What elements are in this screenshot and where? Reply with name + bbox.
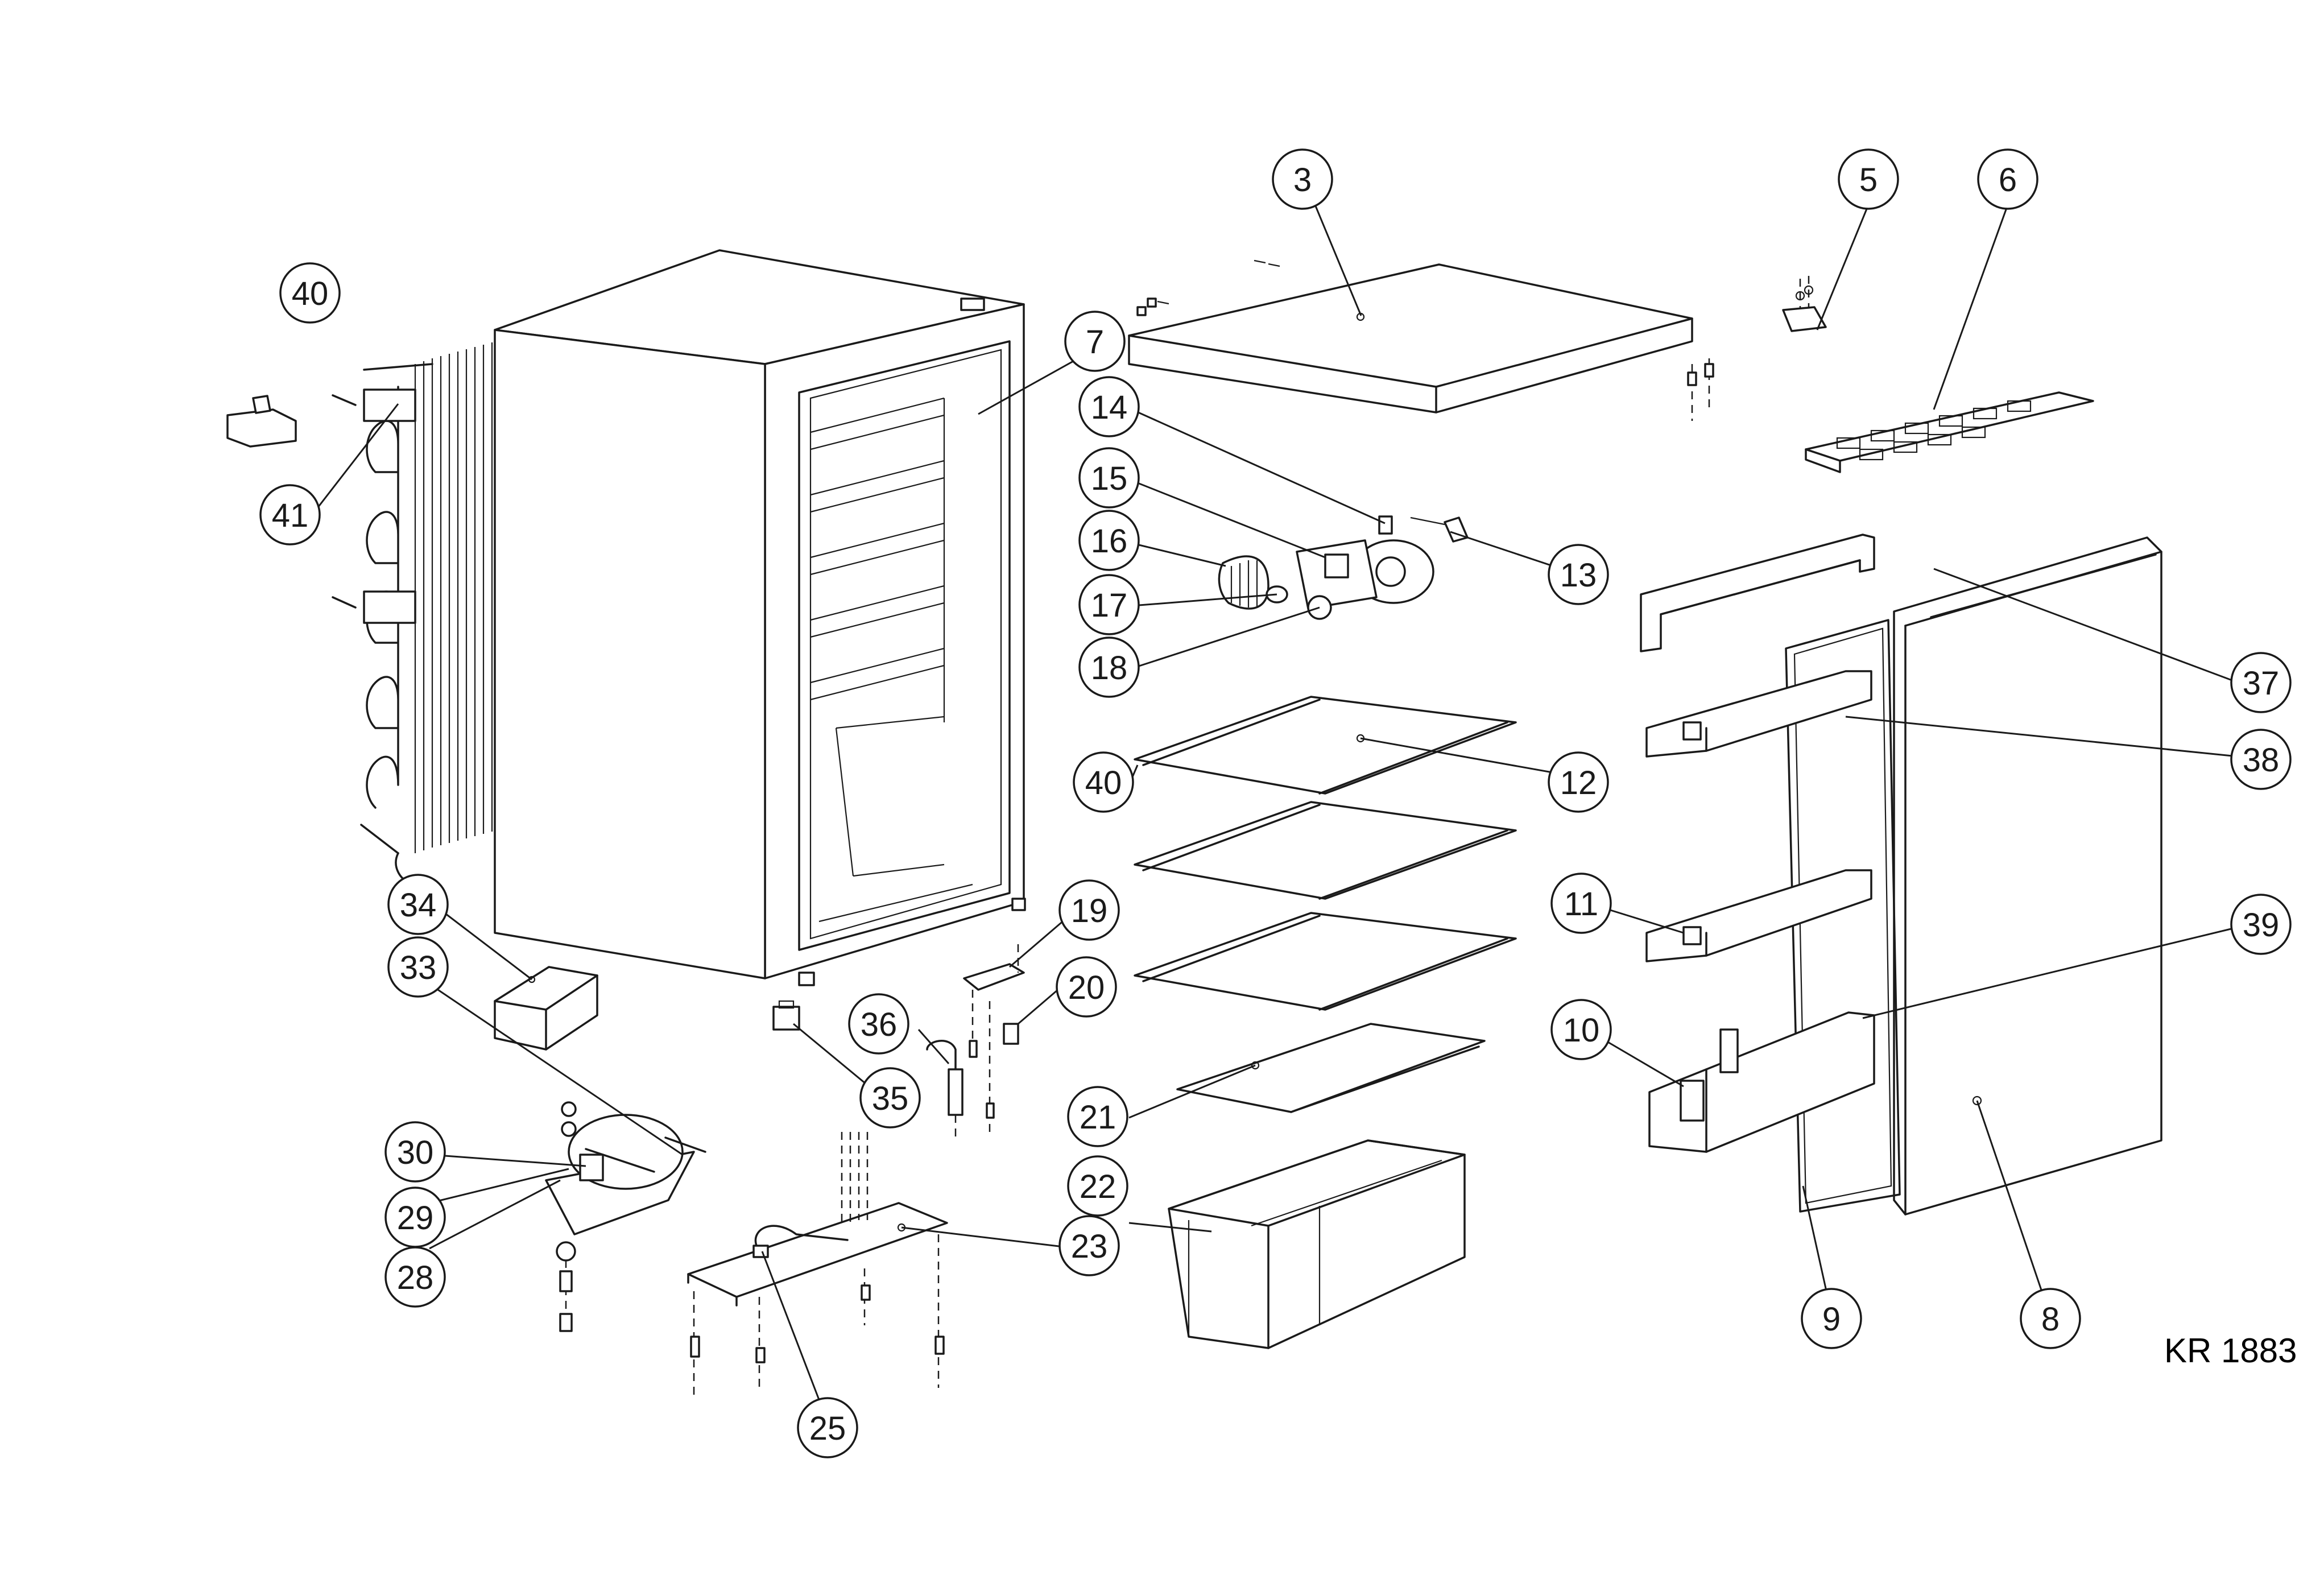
sensor-part-36 [926, 1040, 963, 1138]
back-panel-part-6 [1805, 391, 2094, 473]
svg-text:38: 38 [2243, 742, 2280, 779]
evaporator-tray-part-34 [494, 966, 598, 1051]
svg-text:16: 16 [1091, 523, 1128, 560]
svg-text:8: 8 [2041, 1301, 2060, 1338]
door-gasket-part-9 [1785, 619, 1901, 1213]
callout-35: 35 [859, 1067, 921, 1129]
door-handle-part-37 [1640, 534, 1875, 652]
callout-40-top: 40 [279, 262, 341, 324]
callout-33: 33 [387, 936, 449, 998]
svg-text:25: 25 [809, 1410, 846, 1447]
callout-25: 25 [797, 1397, 858, 1458]
hinge-part-5 [1782, 276, 1827, 332]
svg-text:30: 30 [397, 1134, 434, 1171]
callout-19: 19 [1058, 879, 1120, 941]
svg-text:40: 40 [292, 275, 329, 312]
svg-text:21: 21 [1080, 1099, 1116, 1136]
model-code: KR 1883 [2164, 1332, 2297, 1370]
svg-text:7: 7 [1086, 324, 1104, 361]
glass-shelves [1134, 696, 1517, 1113]
door-bins [1645, 670, 1875, 1153]
svg-text:5: 5 [1859, 162, 1878, 199]
callout-38: 38 [2230, 729, 2292, 790]
callout-5: 5 [1838, 148, 1899, 210]
callout-41: 41 [259, 484, 321, 545]
bracket-part-19 [963, 944, 1025, 1132]
callout-21: 21 [1067, 1086, 1128, 1147]
svg-text:20: 20 [1068, 969, 1105, 1006]
svg-text:41: 41 [272, 497, 309, 534]
callout-34: 34 [387, 874, 449, 935]
svg-text:9: 9 [1822, 1301, 1841, 1338]
callout-28: 28 [384, 1246, 446, 1308]
callout-13: 13 [1548, 544, 1609, 605]
svg-text:11: 11 [1564, 886, 1598, 923]
top-cover-part-3 [1128, 259, 1714, 421]
svg-text:39: 39 [2243, 907, 2280, 944]
svg-text:12: 12 [1560, 764, 1597, 801]
callout-15: 15 [1078, 447, 1140, 509]
crisper-drawer-part-22 [1168, 1139, 1466, 1349]
callout-23: 23 [1058, 1215, 1120, 1276]
svg-text:34: 34 [400, 887, 437, 924]
svg-text:22: 22 [1080, 1168, 1116, 1205]
svg-text:17: 17 [1091, 587, 1128, 624]
callout-20: 20 [1056, 956, 1117, 1018]
callout-14: 14 [1078, 376, 1140, 437]
svg-text:33: 33 [400, 949, 437, 986]
svg-text:3: 3 [1293, 162, 1312, 199]
bracket-clip-part-40 [226, 395, 297, 448]
callout-40-shelf: 40 [1073, 751, 1134, 813]
svg-text:14: 14 [1091, 389, 1128, 426]
svg-text:10: 10 [1563, 1012, 1600, 1049]
callout-16: 16 [1078, 510, 1140, 571]
svg-text:6: 6 [1999, 162, 2017, 199]
callout-8: 8 [2020, 1288, 2081, 1349]
condenser-coil [332, 342, 493, 883]
base-plate-part-23 [687, 1132, 948, 1399]
svg-text:28: 28 [397, 1259, 434, 1296]
svg-text:13: 13 [1560, 557, 1597, 594]
callout-9: 9 [1801, 1288, 1862, 1349]
svg-text:19: 19 [1071, 892, 1108, 929]
callout-36: 36 [848, 993, 909, 1055]
compressor-assembly [545, 1101, 706, 1332]
svg-text:37: 37 [2243, 665, 2280, 702]
svg-text:18: 18 [1091, 650, 1128, 687]
callout-22: 22 [1067, 1155, 1128, 1217]
callout-12: 12 [1548, 751, 1609, 813]
callout-7: 7 [1064, 311, 1126, 372]
svg-text:36: 36 [861, 1006, 898, 1043]
door-part-8 [1893, 536, 2162, 1216]
callout-18: 18 [1078, 636, 1140, 698]
callout-3: 3 [1272, 148, 1333, 210]
callout-29: 29 [384, 1187, 446, 1248]
callout-10: 10 [1550, 999, 1612, 1060]
cabinet-body [494, 249, 1026, 986]
svg-text:23: 23 [1071, 1228, 1108, 1265]
callout-30: 30 [384, 1121, 446, 1183]
svg-text:29: 29 [397, 1200, 434, 1237]
callout-11: 11 [1550, 873, 1612, 934]
svg-text:40: 40 [1085, 764, 1122, 801]
callout-6: 6 [1977, 148, 2038, 210]
callout-37: 37 [2230, 652, 2292, 713]
relay-part-35 [772, 1000, 800, 1031]
svg-text:15: 15 [1091, 460, 1128, 497]
callout-17: 17 [1078, 574, 1140, 635]
callout-39: 39 [2230, 894, 2292, 955]
svg-text:35: 35 [872, 1080, 909, 1117]
thermostat-lamp-assembly [1218, 515, 1469, 620]
leader-lines [309, 201, 2239, 1423]
